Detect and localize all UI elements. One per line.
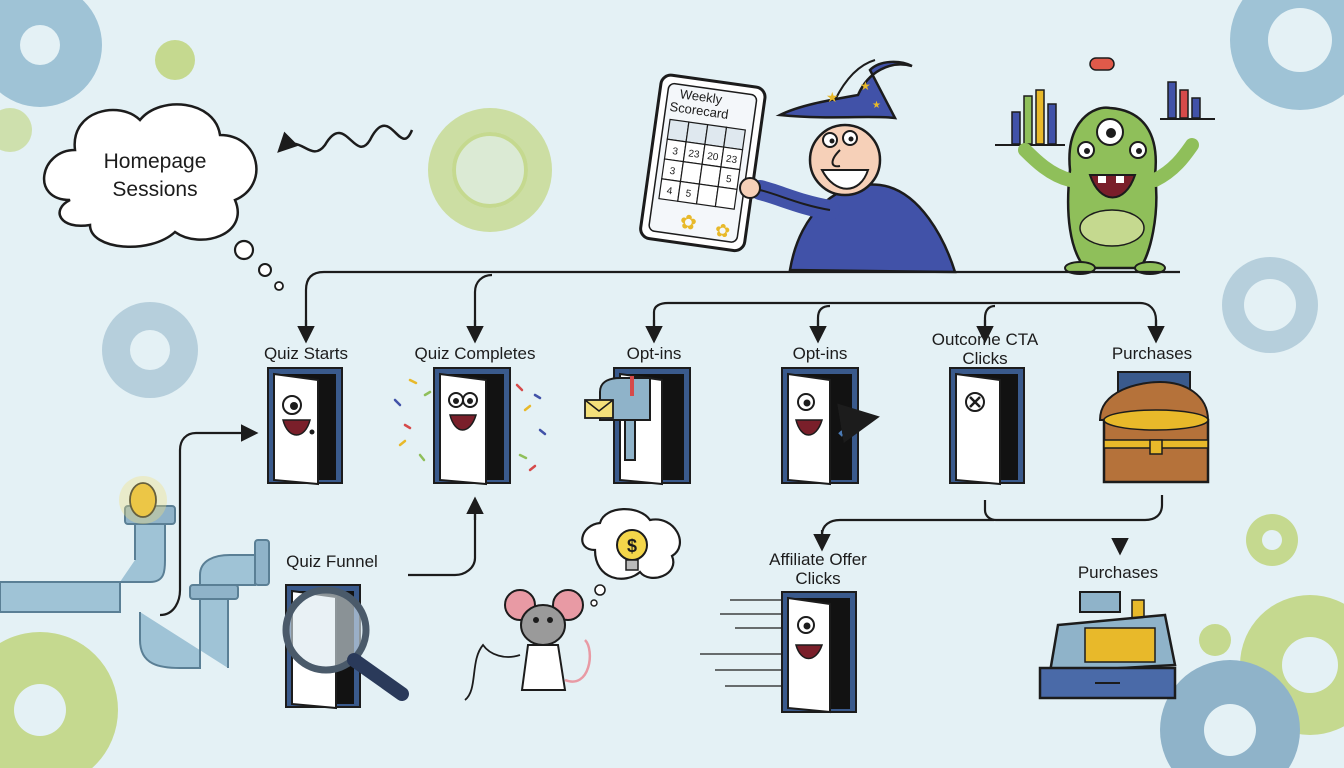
scorecard-cell-value: 23 — [725, 154, 738, 167]
step-label-opt-ins-1: Opt-ins — [626, 344, 682, 363]
step-label-affiliate: Affiliate Offer Clicks — [769, 550, 867, 588]
scorecard-grid-cell — [704, 123, 728, 148]
confetti-icon — [393, 378, 547, 472]
bar-chart-icon — [1160, 81, 1215, 120]
door-opt-ins-2 — [781, 367, 880, 486]
gear-icon — [1160, 660, 1300, 768]
step-label-purchases-bottom: Purchases — [1077, 563, 1159, 582]
scorecard-cell-value: 5 — [685, 188, 692, 200]
step-label-affiliate-line1: Affiliate Offer — [769, 550, 867, 569]
step-label-purchases-top: Purchases — [1111, 344, 1193, 363]
svg-text:★: ★ — [872, 100, 881, 111]
scorecard-cell-value: 3 — [669, 166, 676, 178]
step-label-quiz-starts: Quiz Starts — [263, 344, 349, 363]
thought-cloud-line1: Homepage — [103, 150, 207, 173]
scorecard-cell-value: 20 — [706, 151, 719, 164]
scorecard-cell-value: 23 — [688, 148, 701, 161]
squiggle-arrow — [277, 124, 414, 153]
cash-register-icon — [1038, 591, 1177, 700]
step-label-outcome-cta: Outcome CTA Clicks — [932, 330, 1038, 368]
gear-icon — [0, 632, 118, 768]
scorecard-grid-cell — [685, 121, 709, 146]
scorecard-icon-1: ✿ — [678, 211, 698, 235]
bar-chart-icon — [995, 89, 1065, 146]
magnifying-glass-icon — [282, 586, 409, 701]
gear-icon — [102, 302, 198, 398]
scorecard-grid-cell — [666, 118, 690, 143]
scorecard-icon-2: ✿ — [714, 220, 732, 242]
step-label-outcome-cta-line2: Clicks — [962, 349, 1008, 368]
monster-character — [1018, 106, 1199, 275]
thought-cloud-label: Homepage Sessions — [104, 148, 207, 204]
mailbox-icon — [584, 376, 651, 461]
thought-cloud — [42, 103, 284, 291]
quiz-funnel-label: Quiz Funnel — [286, 552, 378, 571]
svg-text:★: ★ — [826, 89, 839, 105]
flow-connectors — [159, 270, 1180, 617]
svg-text:★: ★ — [860, 79, 871, 93]
treasure-chest-icon — [1098, 371, 1210, 484]
scorecard-cell-value: 5 — [725, 174, 732, 186]
decor-dot — [1199, 624, 1231, 656]
lightbulb-symbol: $ — [627, 536, 637, 556]
door-quiz-completes — [433, 367, 511, 486]
decor-dot — [155, 40, 195, 80]
scorecard-grid-cell — [679, 160, 703, 185]
speed-lines — [700, 599, 782, 687]
door-affiliate — [781, 591, 857, 714]
step-label-affiliate-line2: Clicks — [795, 569, 841, 588]
gear-icon — [1230, 0, 1344, 110]
scorecard-grid-cell — [723, 126, 746, 151]
gear-icon — [1222, 257, 1318, 353]
thought-cloud-line2: Sessions — [112, 178, 198, 201]
floating-disc — [1089, 57, 1115, 71]
step-label-quiz-completes: Quiz Completes — [414, 344, 536, 363]
pipe-illustration — [0, 476, 270, 669]
gear-icon — [0, 0, 102, 107]
step-label-opt-ins-2: Opt-ins — [792, 344, 848, 363]
golden-egg-icon — [129, 482, 157, 518]
decor-dot — [0, 108, 32, 152]
door-quiz-starts — [267, 367, 343, 486]
door-outcome-cta — [949, 367, 1025, 486]
scorecard-cell-value: 4 — [666, 186, 673, 198]
wizard-character: ★ ★ ★ — [739, 59, 957, 274]
scorecard-grid-cell — [695, 183, 719, 208]
gear-icon — [1246, 514, 1298, 566]
scorecard-cell-value: 3 — [672, 146, 679, 158]
gear-icon — [428, 108, 552, 232]
mouse-scientist-character — [464, 589, 592, 701]
scorecard-grid-cell — [714, 186, 738, 210]
step-label-outcome-cta-line1: Outcome CTA — [931, 330, 1039, 349]
lightbulb-thought-bubble — [581, 508, 681, 607]
scorecard-grid-cell — [698, 163, 722, 188]
